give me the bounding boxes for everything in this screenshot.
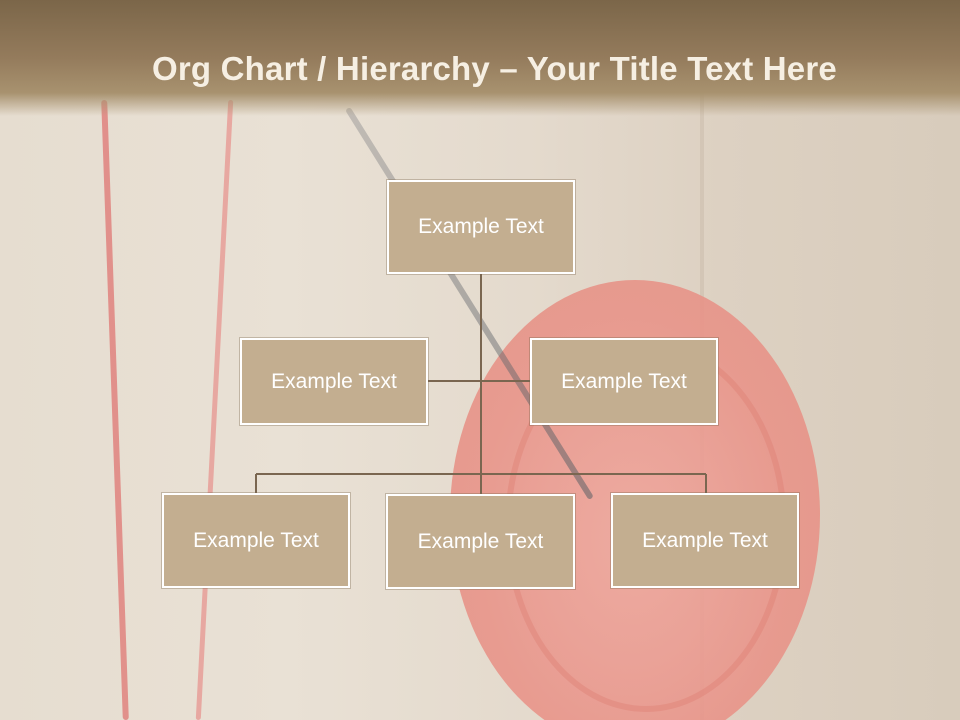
org-node-root[interactable]: Example Text — [387, 180, 575, 274]
org-node-label: Example Text — [561, 369, 687, 393]
org-node-child-left[interactable]: Example Text — [162, 493, 350, 588]
org-node-label: Example Text — [417, 529, 544, 553]
org-node-label: Example Text — [271, 369, 397, 393]
org-node-assistant-right[interactable]: Example Text — [530, 338, 718, 425]
slide-title: Org Chart / Hierarchy – Your Title Text … — [152, 50, 837, 88]
org-node-assistant-left[interactable]: Example Text — [240, 338, 428, 425]
org-node-child-right[interactable]: Example Text — [611, 493, 799, 588]
org-node-label: Example Text — [642, 528, 768, 552]
title-bold-part: Org Chart / Hierarchy — [152, 50, 490, 87]
title-dash: – — [499, 50, 518, 87]
org-node-label: Example Text — [193, 528, 319, 552]
org-node-child-center[interactable]: Example Text — [386, 494, 575, 589]
title-rest-part: Your Title Text Here — [526, 50, 837, 87]
title-bar: Org Chart / Hierarchy – Your Title Text … — [0, 0, 960, 116]
org-node-label: Example Text — [418, 215, 544, 238]
